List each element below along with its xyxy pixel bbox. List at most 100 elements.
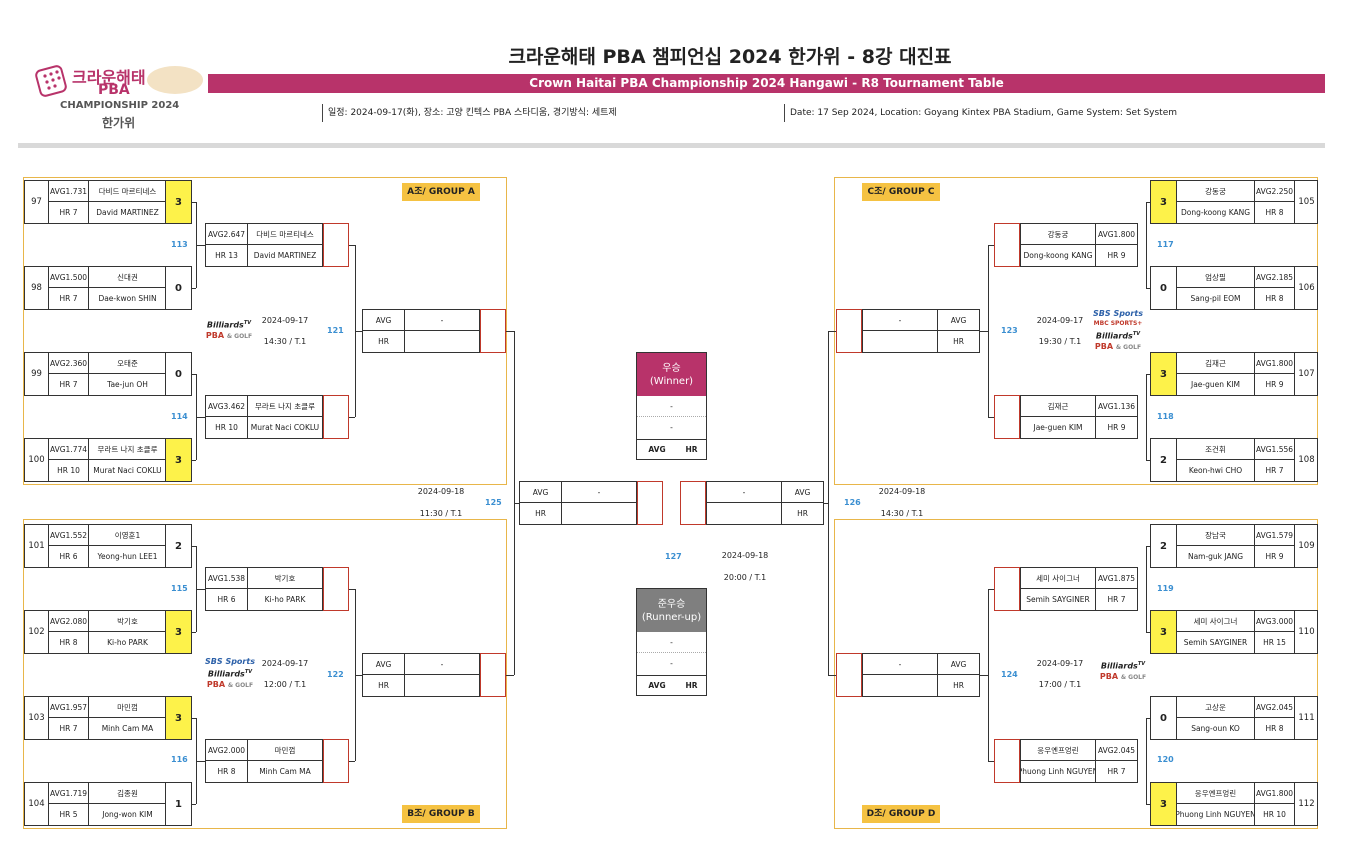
bracket-line bbox=[1146, 288, 1150, 289]
match-number: 127 bbox=[665, 552, 682, 561]
match-number: 119 bbox=[1157, 584, 1174, 593]
player-score: 0 bbox=[165, 353, 191, 395]
group-c-label: C조/ GROUP C bbox=[862, 183, 940, 201]
page-title: 크라운해태 PBA 챔피언십 2024 한가위 - 8강 대진표 bbox=[508, 46, 952, 68]
bracket-line bbox=[980, 675, 988, 676]
player-score: 3 bbox=[165, 697, 191, 739]
player-avg: AVG1.136 bbox=[1095, 396, 1137, 417]
player-name-kr: 박기호 bbox=[89, 611, 166, 632]
match-time: 17:00 / T.1 bbox=[1038, 680, 1082, 689]
player-hr: HR 8 bbox=[49, 632, 89, 653]
player-name-en: Phuong Linh NGUYEN bbox=[1021, 767, 1095, 776]
bracket-line bbox=[506, 331, 514, 332]
player-name-kr: 조건휘 bbox=[1177, 439, 1254, 460]
match-number: 114 bbox=[171, 412, 188, 421]
player-hr: HR bbox=[937, 675, 979, 696]
player-hr: HR bbox=[363, 331, 405, 352]
player-name-en: Jae-guen KIM bbox=[1191, 380, 1240, 389]
logo-text-3: CHAMPIONSHIP 2024 bbox=[60, 100, 180, 111]
pba-golf-logo: PBA bbox=[1099, 671, 1119, 681]
player-avg: AVG1.800 bbox=[1254, 353, 1294, 374]
player-avg: AVG2.250 bbox=[1254, 181, 1294, 202]
player-name-en: Semih SAYGINER bbox=[1026, 595, 1090, 604]
player-name-en: David MARTINEZ bbox=[253, 251, 317, 260]
winner-header: 우승 (Winner) bbox=[637, 353, 706, 396]
bracket-line bbox=[196, 761, 205, 762]
player-hr: HR 10 bbox=[206, 417, 248, 438]
match-number: 113 bbox=[171, 240, 188, 249]
bracket-line bbox=[355, 675, 362, 676]
player-name-kr: 신대권 bbox=[89, 267, 166, 288]
player-name-en: Ki-ho PARK bbox=[264, 595, 306, 604]
match-number: 123 bbox=[1001, 326, 1018, 335]
match-number: 116 bbox=[171, 755, 188, 764]
bracket-line bbox=[828, 675, 836, 676]
runner-up-name-en: - bbox=[637, 652, 706, 674]
mbc-sports-logo: MBC SPORTS+ bbox=[1093, 320, 1143, 327]
player-name-kr: 강동궁 bbox=[1177, 181, 1254, 202]
bracket-line bbox=[196, 589, 205, 590]
player-name-en: Ki-ho PARK bbox=[107, 638, 148, 647]
player-name-kr: 김재근 bbox=[1177, 353, 1254, 374]
player-avg: AVG1.538 bbox=[206, 568, 248, 589]
seed-number: 103 bbox=[25, 697, 49, 739]
player-name-kr: 고상운 bbox=[1177, 697, 1254, 718]
seed-number: 108 bbox=[1294, 439, 1318, 481]
player-name-kr: 박기호 bbox=[248, 568, 322, 589]
player-score: 0 bbox=[165, 267, 191, 309]
player-name-kr: 김종원 bbox=[89, 783, 166, 804]
player-score: 2 bbox=[165, 525, 191, 567]
winner-avg: AVG bbox=[637, 439, 677, 459]
player-name: - bbox=[562, 482, 636, 503]
player-hr: HR 9 bbox=[1095, 417, 1137, 438]
match-time: 14:30 / T.1 bbox=[263, 337, 307, 346]
seed-number: 110 bbox=[1294, 611, 1318, 653]
winner-name-kr: - bbox=[670, 401, 673, 411]
runner-up-avg: AVG bbox=[637, 675, 677, 695]
winner-name-en: - bbox=[637, 416, 706, 438]
winner-box: 우승 (Winner) - - AVG HR bbox=[636, 352, 707, 460]
pba-golf-logo: PBA bbox=[1094, 341, 1114, 351]
bracket-line bbox=[196, 245, 205, 246]
player-name-en: David MARTINEZ bbox=[96, 208, 159, 217]
player-name-kr: 다비드 마르티네스 bbox=[248, 224, 322, 245]
group-b-label: B조/ GROUP B bbox=[402, 805, 480, 823]
seed-number: 100 bbox=[25, 439, 49, 481]
bracket-line bbox=[988, 417, 994, 418]
player-name-en: Murat Naci COKLU bbox=[93, 466, 162, 475]
runner-up-title-kr: 준우승 bbox=[657, 598, 686, 610]
player-name-kr: 세미 사이그너 bbox=[1021, 568, 1095, 589]
bracket-line bbox=[988, 761, 994, 762]
player-hr: HR 9 bbox=[1254, 374, 1294, 395]
bracket-line bbox=[1146, 632, 1150, 633]
bracket-line bbox=[980, 331, 988, 332]
bracket-line bbox=[988, 245, 989, 417]
player-name-kr: 응우옌프엉린 bbox=[1021, 740, 1095, 761]
player-hr: HR 6 bbox=[49, 546, 89, 567]
player-score: 3 bbox=[1151, 181, 1177, 223]
score-slot bbox=[480, 309, 506, 353]
score-slot bbox=[323, 223, 349, 267]
player-name-kr: 마민껌 bbox=[248, 740, 322, 761]
bracket-line bbox=[349, 589, 355, 590]
player-hr: HR bbox=[937, 331, 979, 352]
bracket-line bbox=[506, 675, 514, 676]
bracket-line bbox=[823, 503, 828, 504]
player-avg: AVG1.500 bbox=[49, 267, 89, 288]
score-slot bbox=[637, 481, 663, 525]
runner-up-header: 준우승 (Runner-up) bbox=[637, 589, 706, 632]
page-subtitle: Crown Haitai PBA Championship 2024 Hanga… bbox=[208, 74, 1325, 93]
player-hr: HR 7 bbox=[1254, 460, 1294, 481]
player-hr: HR 5 bbox=[49, 804, 89, 825]
billiards-tv-logo: Billiards bbox=[1095, 331, 1133, 341]
player-name-en: Jae-guen KIM bbox=[1033, 423, 1083, 432]
player-score: 0 bbox=[1151, 697, 1177, 739]
player-score: 3 bbox=[165, 611, 191, 653]
